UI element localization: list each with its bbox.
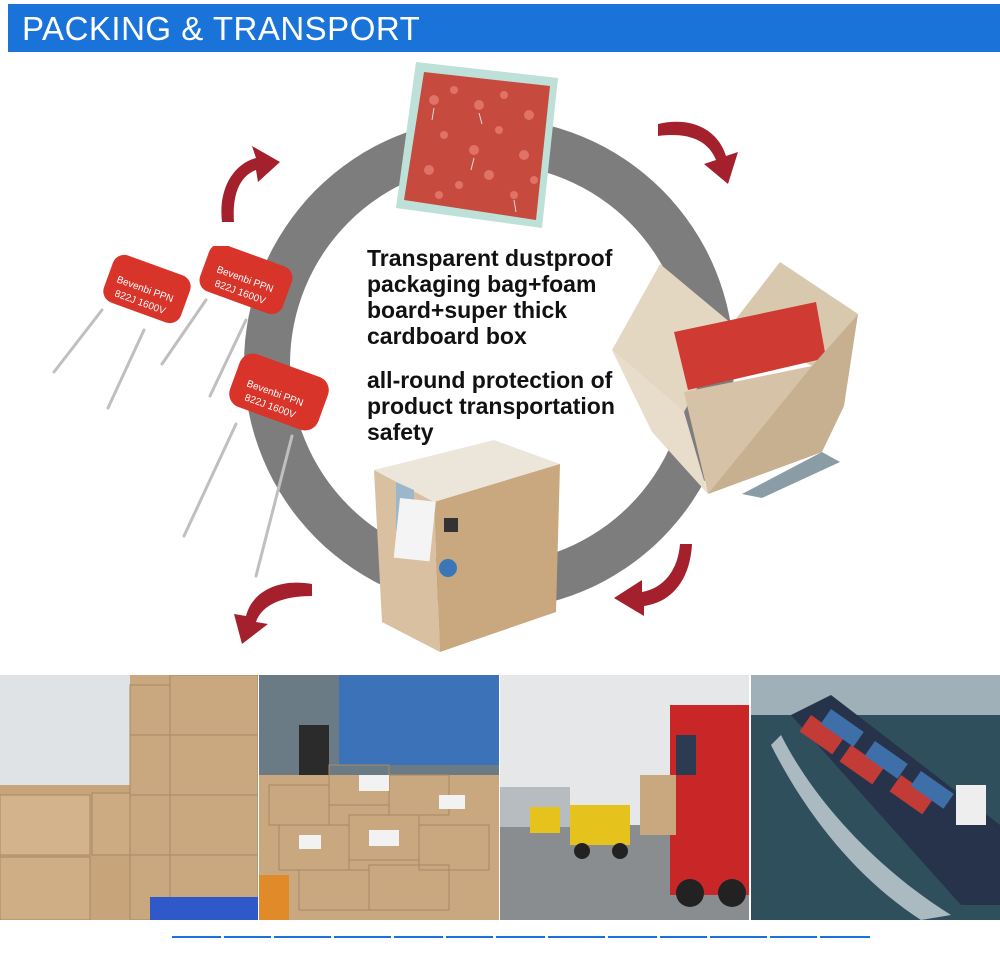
footer-divider <box>608 936 657 938</box>
packaging-description: Transparent dustproof packaging bag+foam… <box>367 245 657 463</box>
footer-divider <box>446 936 493 938</box>
footer-divider <box>394 936 443 938</box>
curved-arrow-icon <box>212 142 282 224</box>
footer-divider <box>274 936 331 938</box>
page-title: PACKING & TRANSPORT <box>22 10 421 47</box>
header-bar: PACKING & TRANSPORT <box>8 4 1000 52</box>
footer-divider <box>820 936 870 938</box>
footer-divider <box>496 936 545 938</box>
footer-divider <box>548 936 605 938</box>
truck-loading-photo <box>500 675 749 920</box>
open-carton-image <box>612 262 860 498</box>
footer-divider <box>710 936 767 938</box>
plastic-bag-image <box>394 60 560 230</box>
protection-text: all-round protection of product transpor… <box>367 367 615 445</box>
curved-arrow-icon <box>656 114 740 186</box>
warehouse-cartons-photo <box>0 675 258 920</box>
footer-divider <box>770 936 817 938</box>
footer-divider <box>660 936 707 938</box>
footer-divider <box>334 936 391 938</box>
packing-cycle-diagram: Bevenbi PPN 822J 1600V Bevenbi PPN 822J … <box>0 52 1000 672</box>
curved-arrow-icon <box>232 576 314 644</box>
sealed-carton-image <box>374 440 562 652</box>
container-ship-photo <box>751 675 1000 920</box>
packaging-materials-text: Transparent dustproof packaging bag+foam… <box>367 245 613 349</box>
footer-divider <box>224 936 271 938</box>
footer-divider <box>172 936 221 938</box>
transport-photo-strip <box>0 675 1000 920</box>
loading-dock-photo <box>259 675 499 920</box>
capacitors-image: Bevenbi PPN 822J 1600V Bevenbi PPN 822J … <box>50 246 340 586</box>
curved-arrow-icon <box>612 542 694 616</box>
